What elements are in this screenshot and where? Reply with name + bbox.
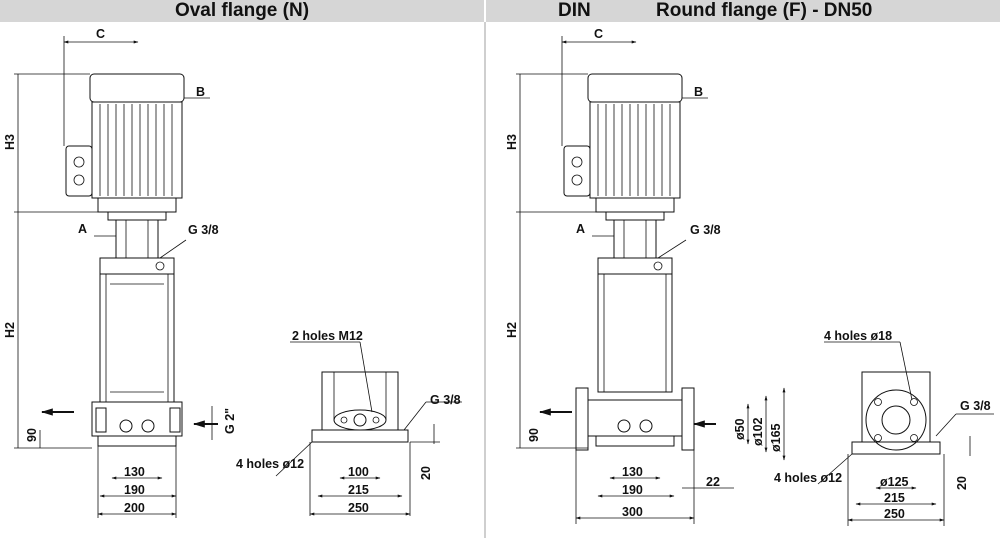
left-dim-a: A	[78, 222, 87, 236]
oval-flange-header: Oval flange (N)	[0, 0, 484, 22]
round-flange-title: Round flange (F) - DN50	[656, 0, 873, 21]
right-holes-18: 4 holes ø18	[824, 329, 892, 343]
right-g38-top: G 3/8	[690, 223, 721, 237]
left-dim-100: 100	[348, 465, 369, 479]
right-dim-20: 20	[955, 476, 969, 490]
left-dim-215: 215	[348, 483, 369, 497]
left-dim-c: C	[96, 27, 105, 41]
left-pump-side-view	[275, 341, 462, 516]
left-holes-12: 4 holes ø12	[236, 457, 304, 471]
right-dim-215: 215	[884, 491, 905, 505]
left-dim-b: B	[196, 85, 205, 99]
left-dim-h2: H2	[3, 322, 17, 338]
right-dim-a: A	[576, 222, 585, 236]
right-dim-h2: H2	[505, 322, 519, 338]
left-holes-m12: 2 holes M12	[292, 329, 363, 343]
right-dim-d165: ø165	[769, 423, 783, 452]
right-dim-d50: ø50	[733, 418, 747, 440]
left-dim-190: 190	[124, 483, 145, 497]
round-flange-header: DIN Round flange (F) - DN50	[486, 0, 1000, 22]
right-dim-h3: H3	[505, 134, 519, 150]
right-dim-b: B	[694, 85, 703, 99]
left-dim-20: 20	[419, 466, 433, 480]
right-pump-side-view	[817, 341, 994, 526]
right-dim-d102: ø102	[751, 417, 765, 446]
left-dim-h3: H3	[3, 134, 17, 150]
left-g2: G 2"	[223, 408, 237, 434]
right-dim-130: 130	[622, 465, 643, 479]
right-dim-22: 22	[706, 475, 720, 489]
left-pump-elevation	[14, 36, 218, 518]
right-pump-elevation	[516, 36, 786, 524]
right-dim-90: 90	[527, 428, 541, 442]
left-dim-250: 250	[348, 501, 369, 515]
right-dim-d125: ø125	[880, 475, 909, 489]
din-label: DIN	[558, 0, 591, 21]
left-dim-90: 90	[25, 428, 39, 442]
right-holes-12: 4 holes ø12	[774, 471, 842, 485]
right-dim-250: 250	[884, 507, 905, 521]
right-dim-300: 300	[622, 505, 643, 519]
left-dim-130: 130	[124, 465, 145, 479]
left-g38-base: G 3/8	[430, 393, 461, 407]
right-g38-base: G 3/8	[960, 399, 991, 413]
left-g38-top: G 3/8	[188, 223, 219, 237]
right-dim-c: C	[594, 27, 603, 41]
right-dim-190: 190	[622, 483, 643, 497]
left-dim-200: 200	[124, 501, 145, 515]
panel-separator	[484, 22, 486, 538]
